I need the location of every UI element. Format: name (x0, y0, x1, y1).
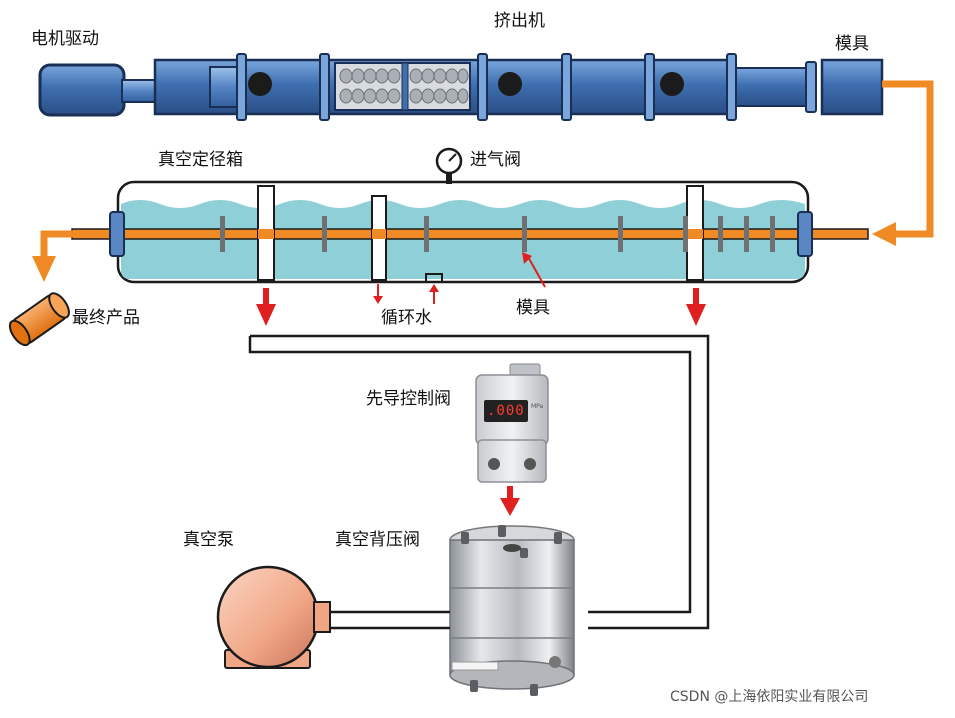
controller-display (484, 400, 528, 422)
vacuum-flow-arrows (256, 252, 706, 326)
motor (38, 63, 158, 117)
label-motor-drive: 电机驱动 (31, 29, 99, 49)
barrel-port (660, 72, 684, 96)
label-circulating-water: 循环水 (381, 308, 432, 328)
label-vacuum-pump: 真空泵 (183, 530, 234, 550)
flow-arrow-icon (872, 222, 896, 246)
flow-arrow-icon (500, 486, 520, 516)
watermark: CSDN @上海依阳实业有限公司 (670, 689, 869, 705)
controller-unit: MPa (531, 403, 544, 410)
label-die-bottom: 模具 (516, 298, 550, 318)
barrel-flanges (236, 53, 737, 121)
product-transfer-line (882, 80, 934, 238)
label-vacuum-tank: 真空定径箱 (158, 150, 243, 170)
label-final-product: 最终产品 (72, 308, 140, 328)
pump-line (330, 610, 450, 630)
sizing-dies (220, 216, 775, 252)
product-output (8, 230, 80, 347)
vacuum-line (248, 334, 710, 630)
back-pressure-valve (449, 525, 575, 696)
final-product-pipe (8, 292, 70, 347)
pressure-gauge-icon (435, 147, 463, 184)
label-pilot-valve: 先导控制阀 (366, 389, 451, 409)
label-back-pressure-valve: 真空背压阀 (335, 530, 420, 550)
extruder-assembly (38, 53, 884, 121)
vacuum-sizing-tank (71, 180, 869, 284)
vacuum-pump (216, 565, 331, 669)
barrel-port (498, 72, 522, 96)
pilot-control-valve (475, 363, 549, 483)
flow-arrow-icon (32, 256, 56, 282)
controller-readout: .000 (487, 403, 525, 419)
extruder-die (820, 58, 884, 116)
barrel-port (248, 72, 272, 96)
label-die-top: 模具 (835, 34, 869, 54)
label-air-valve: 进气阀 (470, 150, 521, 170)
extruder-screw (334, 62, 471, 111)
label-extruder: 挤出机 (494, 11, 545, 31)
